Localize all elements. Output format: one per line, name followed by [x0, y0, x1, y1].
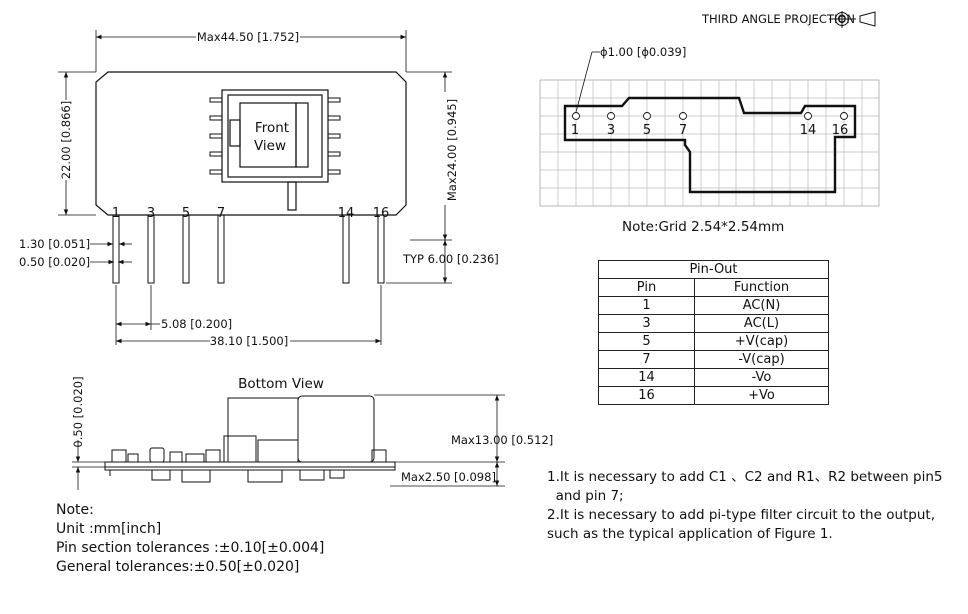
footprint-pin-label: 1 — [571, 123, 579, 138]
function-cell: -Vo — [694, 368, 829, 387]
table-row: 16+Vo — [598, 386, 829, 405]
function-cell: -V(cap) — [694, 350, 829, 369]
app-note-line: such as the typical application of Figur… — [547, 526, 833, 542]
notes-title: Note: — [56, 502, 94, 518]
width-dim-label: Max44.50 [1.752] — [197, 30, 299, 44]
grid-note: Note:Grid 2.54*2.54mm — [622, 219, 784, 235]
pinout-header-pin: Pin — [598, 278, 695, 297]
pcb-thickness-dim-label: 0.50 [0.020] — [71, 376, 85, 447]
app-note-line: 1.It is necessary to add C1 、C2 and R1、R… — [547, 469, 943, 485]
total-height-dim-label: Max24.00 [0.945] — [445, 99, 459, 201]
module-body-outline — [95, 71, 407, 216]
pin-span-dim-label: 38.10 [1.500] — [210, 334, 288, 348]
table-row: 14-Vo — [598, 368, 829, 387]
function-cell: +V(cap) — [694, 332, 829, 351]
bottom-view — [104, 395, 396, 483]
front-pin-label: 3 — [147, 206, 155, 221]
app-note-line: 2.It is necessary to add pi-type filter … — [547, 507, 936, 523]
standoff-dim-label: Max2.50 [0.098] — [401, 470, 496, 484]
front-pin-label: 7 — [217, 206, 225, 221]
pin-pitch-dim-label: 5.08 [0.200] — [161, 317, 232, 331]
pin-cell: 5 — [598, 332, 695, 351]
front-pin-label: 5 — [182, 206, 190, 221]
pin-cell: 1 — [598, 296, 695, 315]
footprint-pin-labels: 1 3 5 7 14 16 — [571, 123, 848, 138]
pinout-title: Pin-Out — [598, 260, 829, 279]
hole-dim-leader — [575, 51, 600, 113]
pin-length-dimension — [386, 240, 452, 284]
footprint-holes — [572, 112, 848, 120]
front-view — [95, 71, 407, 284]
app-note-line: and pin 7; — [547, 488, 624, 504]
table-row: 7-V(cap) — [598, 350, 829, 369]
pcb-thickness-dimension — [72, 440, 108, 490]
notes-line: Pin section tolerances :±0.10[±0.004] — [56, 540, 325, 556]
application-notes: 1.It is necessary to add C1 、C2 and R1、R… — [547, 468, 943, 544]
pin-cell: 14 — [598, 368, 695, 387]
pin-width-dim-label-2: 0.50 [0.020] — [19, 255, 90, 269]
pin-length-dim-label: TYP 6.00 [0.236] — [402, 252, 499, 266]
notes-line: General tolerances:±0.50[±0.020] — [56, 559, 300, 575]
front-view-label-1: Front — [255, 120, 289, 136]
footprint-pin-label: 5 — [643, 123, 651, 138]
body-height-dim-label: 22.00 [0.866] — [59, 101, 73, 179]
pin-cell: 16 — [598, 386, 695, 405]
front-pin-labels: 1 3 5 7 14 16 — [112, 206, 389, 221]
footprint-pin-label: 3 — [607, 123, 615, 138]
footprint-pin-label: 16 — [832, 123, 849, 138]
notes-line: Unit :mm[inch] — [56, 521, 162, 537]
function-cell: AC(N) — [694, 296, 829, 315]
bottom-view-title: Bottom View — [238, 376, 324, 392]
table-row: 5+V(cap) — [598, 332, 829, 351]
front-view-label-2: View — [254, 138, 286, 154]
footprint-pin-label: 7 — [679, 123, 687, 138]
pin-cell: 7 — [598, 350, 695, 369]
general-notes: Note: Unit :mm[inch] Pin section toleran… — [56, 501, 324, 577]
pin-width-dimension — [90, 241, 132, 265]
projection-symbol-icon — [829, 11, 876, 28]
module-height-dimension — [374, 394, 505, 487]
footprint-grid — [539, 79, 880, 207]
pin-width-dim-label-1: 1.30 [0.051] — [19, 237, 90, 251]
front-pin-label: 14 — [338, 206, 355, 221]
projection-label: THIRD ANGLE PROJECTION — [701, 12, 855, 26]
body-height-dimension — [58, 71, 96, 216]
pin-cell: 3 — [598, 314, 695, 333]
front-pins — [112, 214, 385, 284]
pin-pitch-dimension — [115, 285, 382, 345]
function-cell: +Vo — [694, 386, 829, 405]
footprint-pin-label: 14 — [800, 123, 817, 138]
front-pin-label: 1 — [112, 206, 120, 221]
footprint-outline — [563, 96, 857, 194]
module-height-dim-label: Max13.00 [0.512] — [451, 433, 553, 447]
hole-dim-label: ϕ1.00 [ϕ0.039] — [600, 45, 686, 59]
front-pin-label: 16 — [373, 206, 390, 221]
function-cell: AC(L) — [694, 314, 829, 333]
pinout-header-function: Function — [694, 278, 829, 297]
width-dimension — [95, 30, 407, 72]
